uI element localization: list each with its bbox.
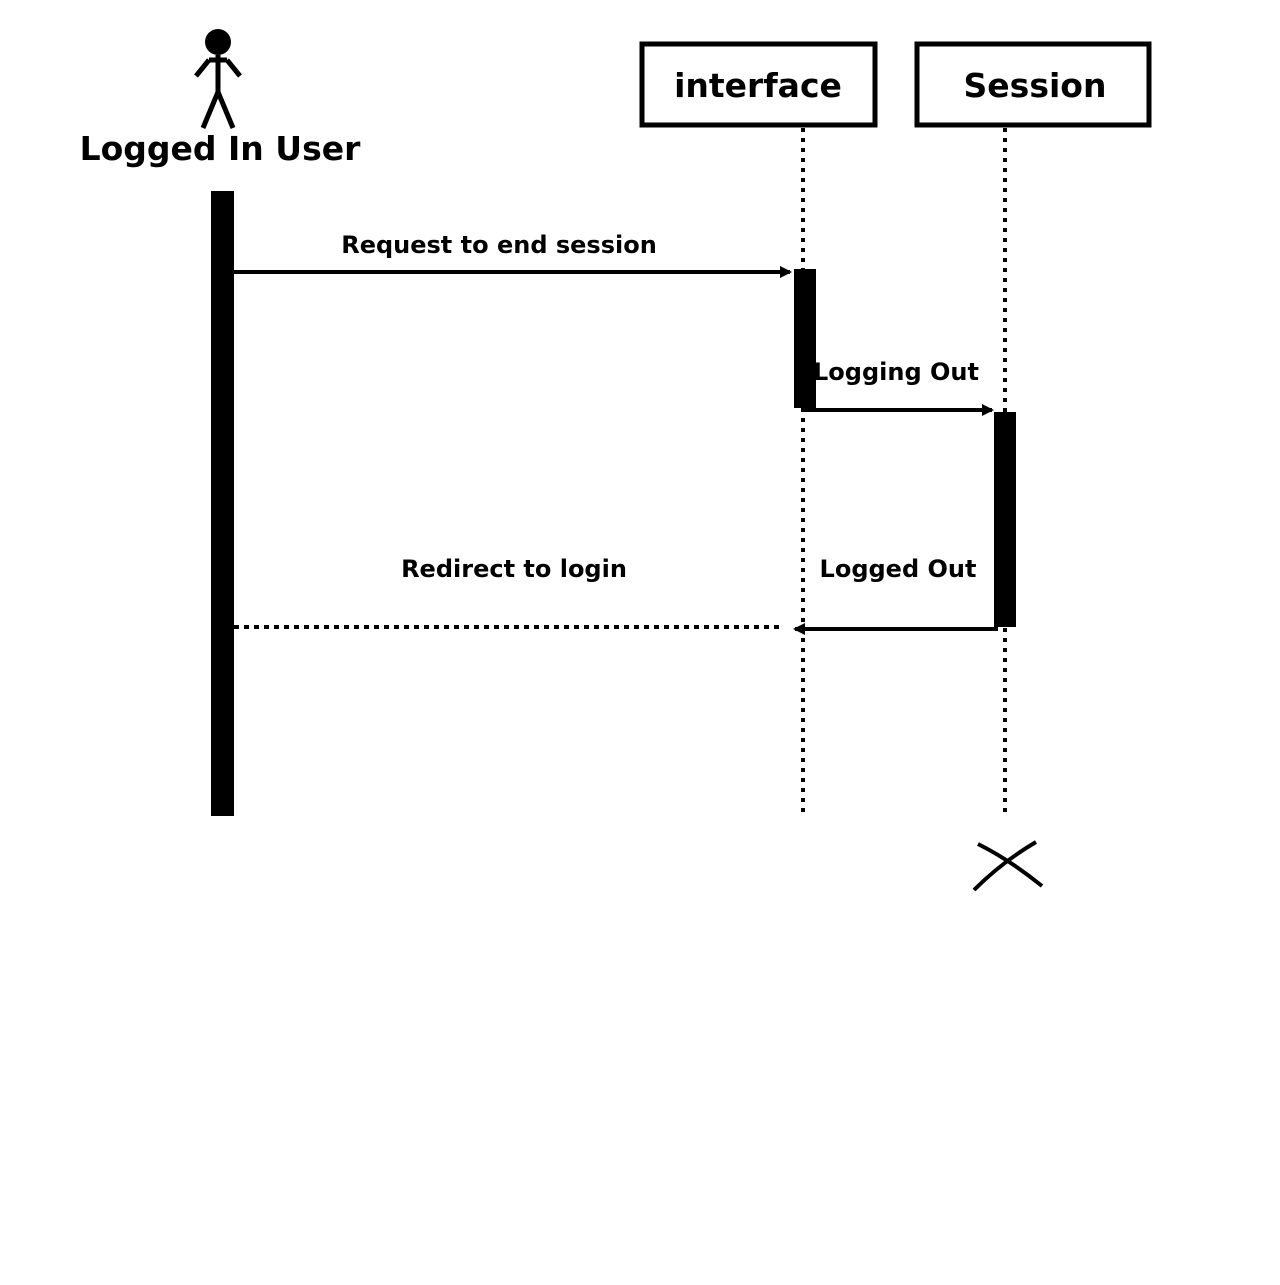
participant-interface: interface — [639, 41, 878, 128]
session-box — [914, 41, 1152, 128]
message-request-end-session: Request to end session — [234, 231, 792, 278]
interface-label: interface — [674, 66, 842, 105]
message-logged-out: Logged Out — [793, 555, 998, 635]
interface-box — [639, 41, 878, 128]
message-label: Redirect to login — [401, 555, 627, 583]
message-redirect-to-login: Redirect to login — [234, 555, 782, 629]
stick-figure-icon — [194, 29, 242, 129]
interface-activation-bar — [794, 269, 816, 408]
destroy-x-icon — [972, 840, 1044, 892]
actor-label: Logged In User — [80, 129, 362, 168]
message-label: Logging Out — [813, 358, 979, 386]
session-activation-bar — [994, 412, 1016, 627]
message-logging-out: Logging Out — [804, 358, 994, 416]
message-label: Request to end session — [341, 231, 657, 259]
session-label: Session — [964, 66, 1107, 105]
actor-logged-in-user: Logged In User — [80, 29, 362, 168]
user-activation-bar — [211, 191, 234, 816]
participant-session: Session — [914, 41, 1152, 128]
message-label: Logged Out — [820, 555, 977, 583]
